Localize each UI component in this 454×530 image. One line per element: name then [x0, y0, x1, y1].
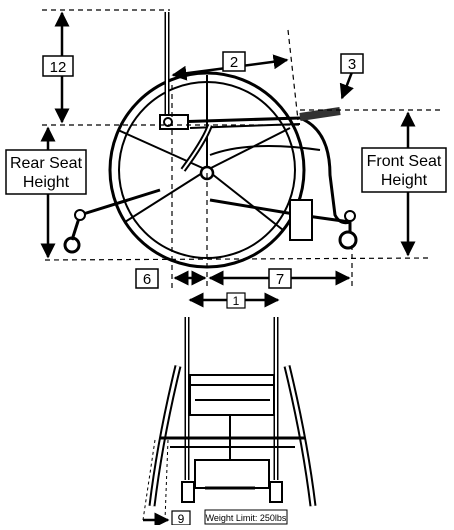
weight-limit-text: Weight Limit: 250lbs — [206, 513, 287, 523]
seat-rail — [171, 116, 301, 124]
grip-handle — [299, 107, 341, 121]
side-view — [63, 12, 358, 269]
reference-lines — [42, 9, 440, 290]
front-seat-line2: Height — [381, 172, 428, 189]
front-seat-line1: Front Seat — [367, 153, 442, 170]
dimension-arrows — [40, 11, 416, 528]
label-front-seat-height: Front Seat Height — [361, 147, 447, 193]
label-6-text: 6 — [143, 271, 151, 288]
weight-limit-plate: Weight Limit: 250lbs — [204, 509, 288, 525]
rear-seat-line1: Rear Seat — [10, 155, 83, 172]
label-1: 1 — [226, 292, 246, 309]
label-7: 7 — [268, 268, 292, 289]
rear-caster — [63, 236, 81, 254]
lower-frame-front — [194, 459, 270, 489]
label-1-text: 1 — [233, 294, 240, 308]
label-9-text: 9 — [178, 512, 185, 525]
label-rear-seat-height: Rear Seat Height — [5, 149, 87, 195]
front-left-caster — [181, 481, 195, 503]
label-12: 12 — [42, 55, 74, 77]
seat-sling — [189, 374, 275, 416]
front-caster — [338, 230, 358, 250]
label-6: 6 — [135, 268, 159, 289]
rear-seat-line2: Height — [23, 174, 70, 191]
front-right-caster — [269, 481, 283, 503]
front-view — [142, 317, 317, 521]
label-3: 3 — [340, 53, 364, 74]
label-12-text: 12 — [50, 59, 67, 76]
wheel-spokes — [117, 75, 291, 231]
dimension-3-arrow — [339, 71, 354, 100]
label-2: 2 — [222, 51, 246, 72]
label-9: 9 — [171, 510, 191, 526]
label-7-text: 7 — [276, 271, 284, 288]
label-2-text: 2 — [230, 54, 238, 71]
label-3-text: 3 — [348, 56, 356, 73]
footplate — [289, 199, 313, 241]
